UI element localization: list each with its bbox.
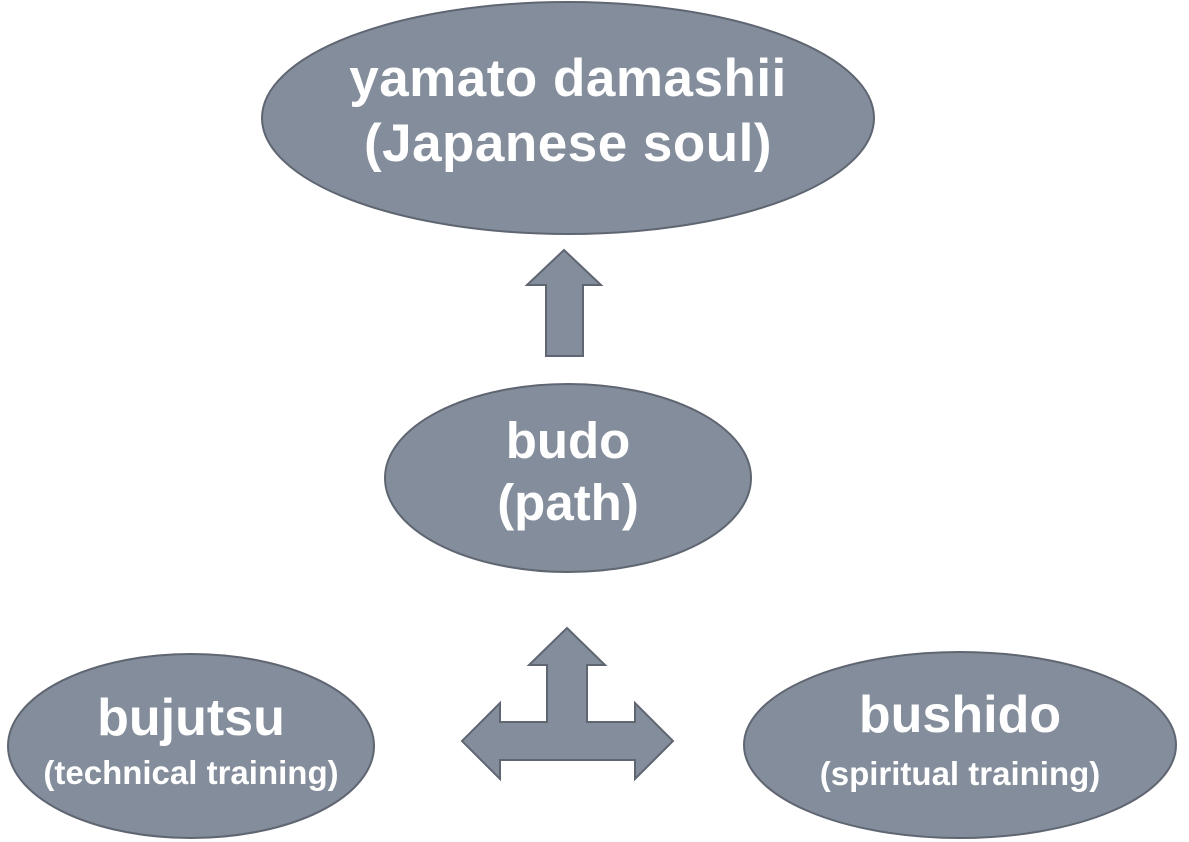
node-budo-shape [384, 383, 752, 573]
node-bujutsu-label: bujutsu (technical training) [8, 648, 374, 832]
node-bushido-label: bushido (spiritual training) [744, 646, 1176, 832]
node-budo-line2: (path) [497, 474, 639, 531]
node-bujutsu-subtitle: (technical training) [43, 753, 339, 791]
node-soul-line2: (Japanese soul) [363, 114, 773, 173]
node-soul-line1: yamato damashii [349, 49, 787, 109]
left-right-up-arrow-icon [460, 626, 675, 782]
node-soul-shape [261, 1, 875, 235]
node-budo-label: budo (path) [385, 378, 751, 566]
node-bujutsu-title: bujutsu [97, 689, 285, 748]
up-arrow-icon [524, 248, 604, 357]
node-bujutsu-shape [7, 653, 375, 839]
node-bushido-title: bushido [858, 686, 1062, 745]
node-soul-label: yamato damashii (Japanese soul) [262, 0, 874, 228]
node-bushido-shape [743, 651, 1177, 839]
node-bushido-subtitle: (spiritual training) [819, 754, 1101, 792]
node-budo-line1: budo [505, 411, 631, 469]
